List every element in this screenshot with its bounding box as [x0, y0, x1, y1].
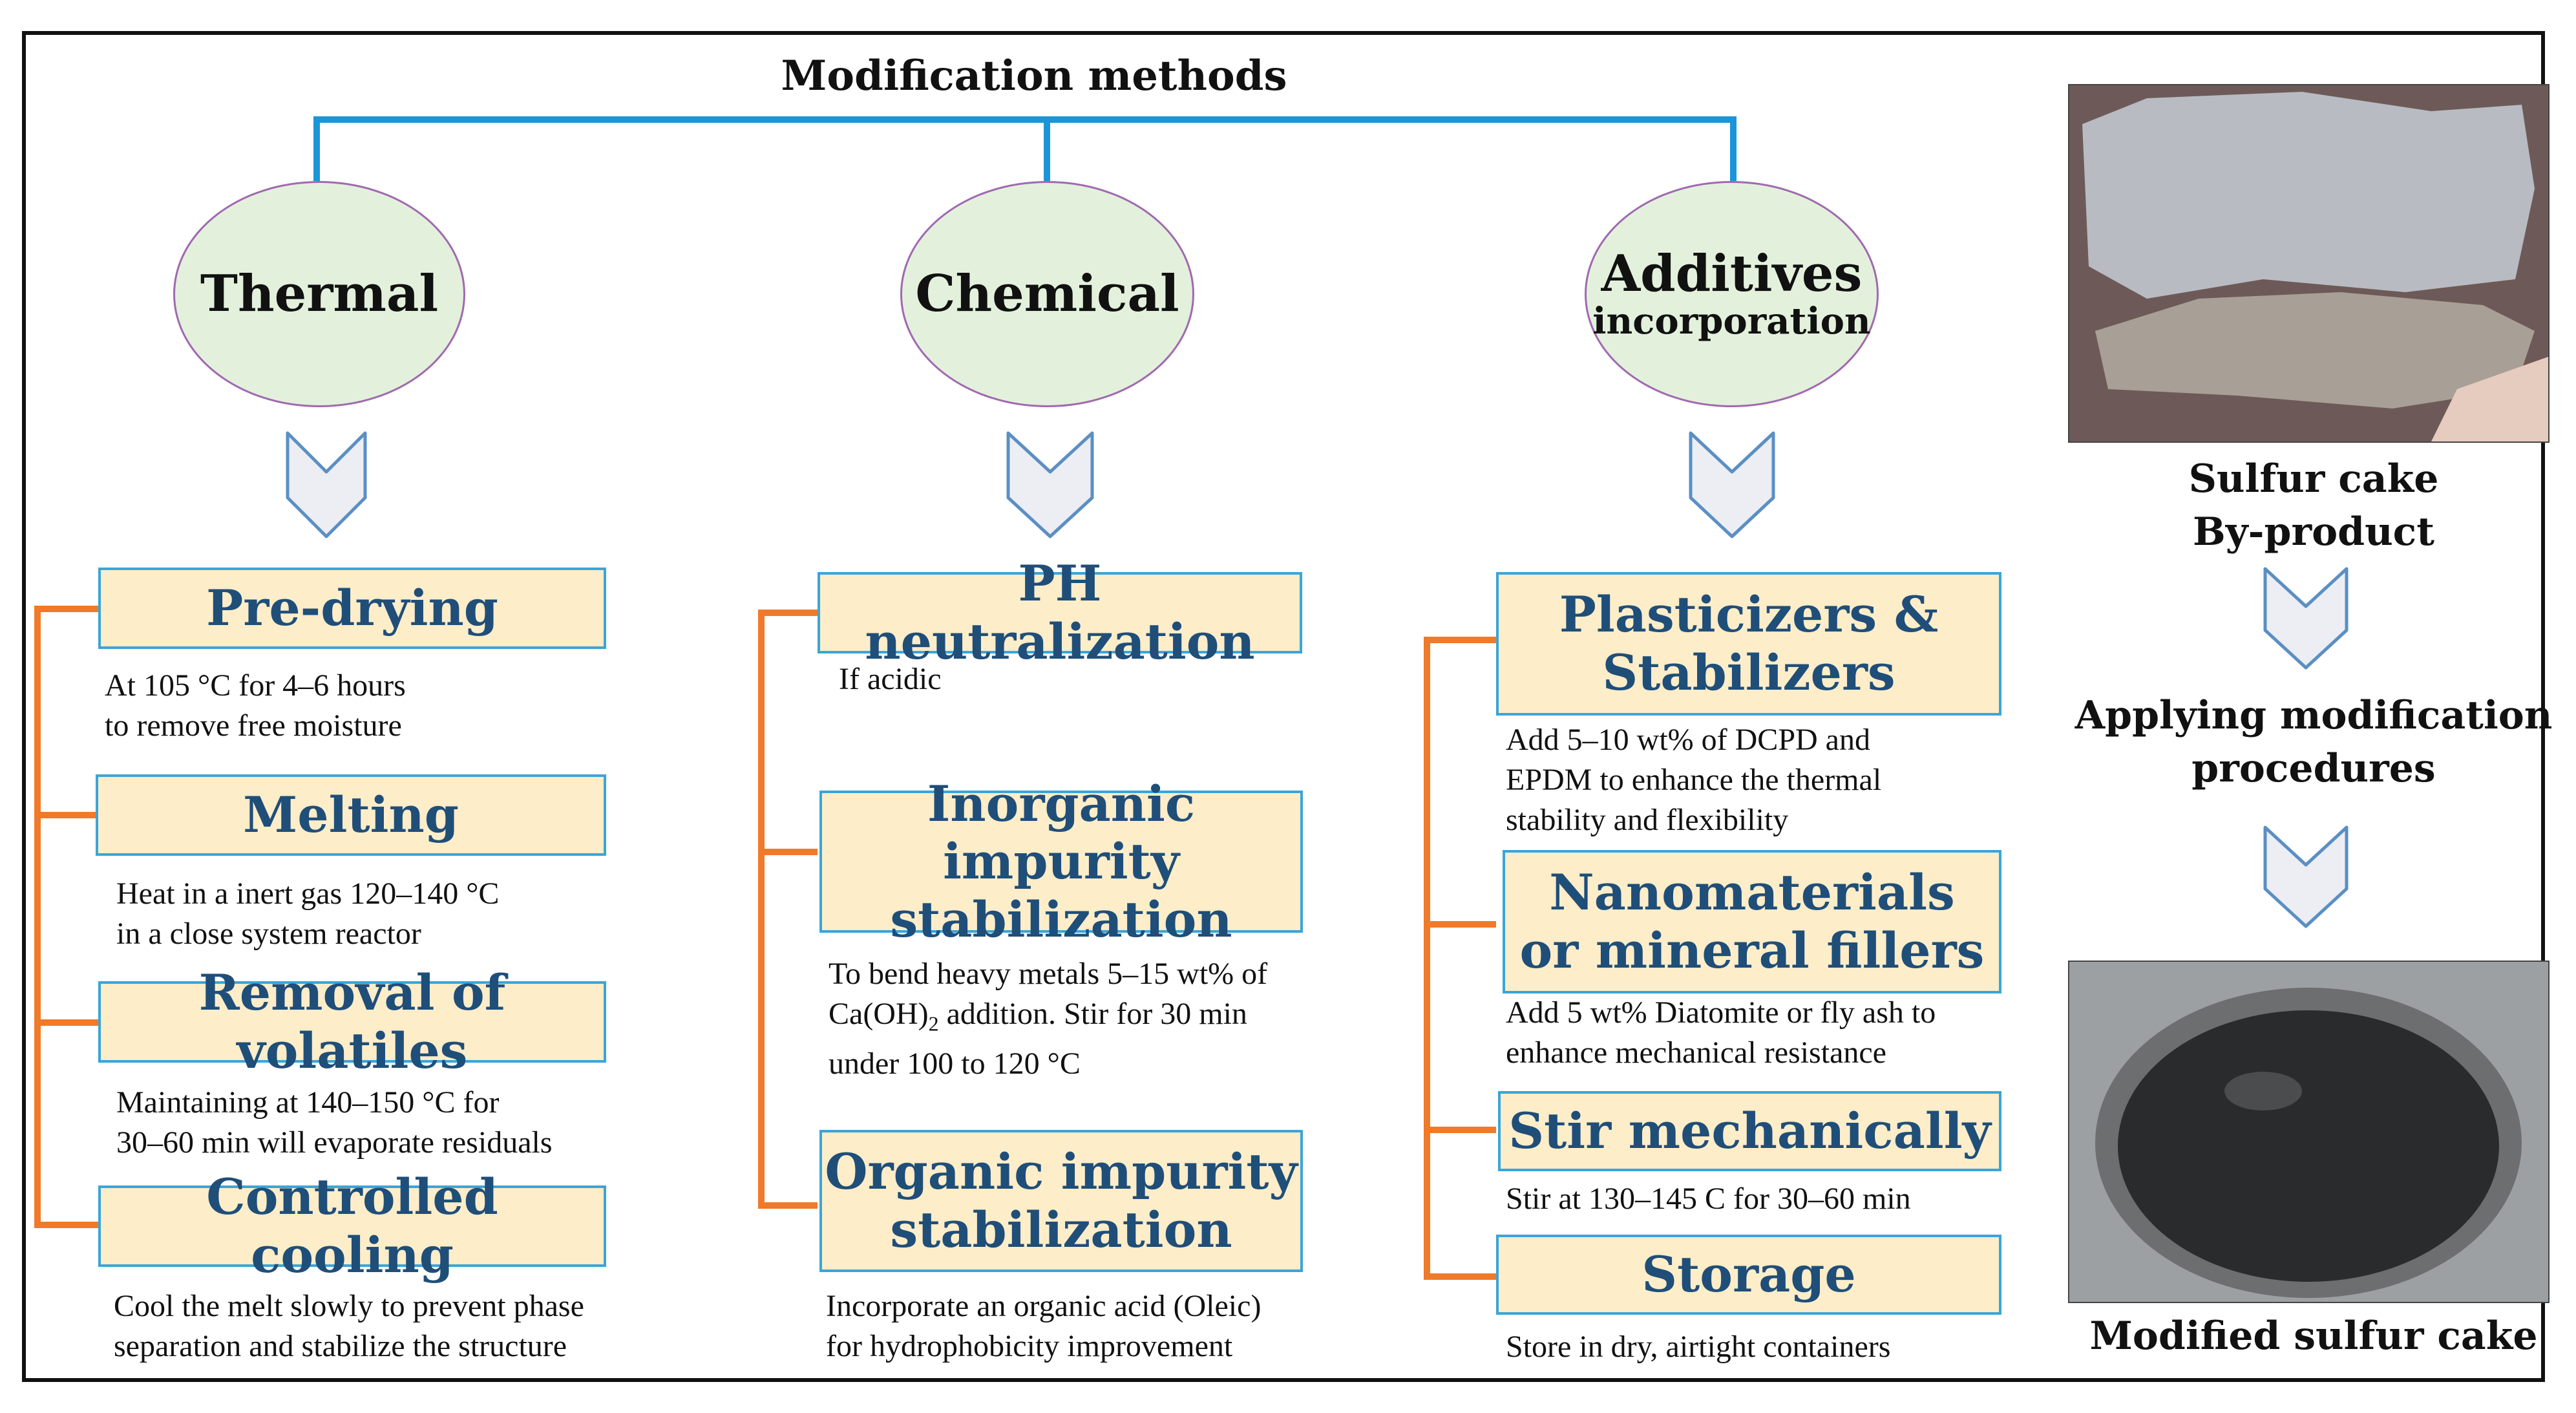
tree-line	[313, 116, 1737, 181]
sulfur-cake-label: Sulfur cake By-product	[2188, 456, 2439, 555]
step-pre-drying-desc: At 105 °C for 4–6 hours to remove free m…	[105, 668, 406, 743]
step-plasticizers-stabilizers: Plasticizers & Stabilizers	[1496, 572, 2001, 716]
step-removal-of-volatiles-desc: Maintaining at 140–150 °C for 30–60 min …	[116, 1085, 553, 1160]
step-nanomaterials-desc: Add 5 wt% Diatomite or fly ash to enhanc…	[1506, 995, 1936, 1070]
step-plasticizers-stabilizers-desc: Add 5–10 wt% of DCPD and EPDM to enhance…	[1506, 723, 1882, 837]
chemical-bracket	[758, 610, 818, 1209]
thermal-bracket	[34, 606, 98, 1228]
step-controlled-cooling: Controlled cooling	[98, 1168, 606, 1284]
chevron-down-icon	[286, 431, 367, 538]
step-melting-desc: Heat in a inert gas 120–140 °C in a clos…	[116, 876, 500, 951]
applying-procedures-label: Applying modification procedures	[2075, 693, 2553, 791]
chevron-down-icon	[2263, 567, 2349, 670]
chevron-down-icon	[2263, 825, 2349, 928]
step-melting: Melting	[96, 774, 606, 856]
modified-sulfur-cake-photo	[2068, 961, 2550, 1303]
thermal-method-node: Thermal	[173, 181, 465, 407]
step-ph-neutralization: PH neutralization	[818, 555, 1302, 670]
additives-label: Additives	[1601, 244, 1863, 304]
step-organic-impurity: Organic impurity stabilization	[819, 1130, 1303, 1272]
thermal-label: Thermal	[200, 264, 439, 324]
modified-sulfur-cake-label: Modified sulfur cake	[2089, 1313, 2538, 1359]
diagram-frame	[22, 31, 2545, 1382]
step-ph-neutralization-desc: If acidic	[839, 662, 942, 696]
step-stir-mechanically-desc: Stir at 130–145 C for 30–60 min	[1506, 1182, 1911, 1216]
step-organic-impurity-desc: Incorporate an organic acid (Oleic) for …	[826, 1289, 1262, 1363]
chemical-label: Chemical	[915, 264, 1179, 324]
step-nanomaterials: Nanomaterials or mineral fillers	[1503, 850, 2001, 993]
chevron-down-icon	[1006, 431, 1094, 538]
step-storage-desc: Store in dry, airtight containers	[1506, 1330, 1891, 1364]
step-inorganic-impurity-desc: To bend heavy metals 5–15 wt% of Ca(OH)2…	[829, 957, 1268, 1081]
sulfur-cake-photo	[2068, 84, 2550, 443]
chemical-method-node: Chemical	[900, 181, 1194, 407]
step-inorganic-impurity: Inorganic impurity stabilization	[819, 775, 1303, 948]
step-pre-drying: Pre-drying	[98, 568, 606, 649]
additives-sublabel: incorporation	[1592, 300, 1871, 343]
step-removal-of-volatiles: Removal of volatiles	[98, 964, 606, 1079]
step-stir-mechanically: Stir mechanically	[1498, 1091, 2001, 1171]
additives-bracket	[1424, 637, 1496, 1280]
step-storage: Storage	[1496, 1235, 2001, 1315]
step-controlled-cooling-desc: Cool the melt slowly to prevent phase se…	[114, 1289, 584, 1363]
diagram-title: Modification methods	[781, 52, 1287, 100]
additives-method-node: Additives incorporation	[1585, 181, 1879, 407]
chevron-down-icon	[1689, 431, 1775, 538]
